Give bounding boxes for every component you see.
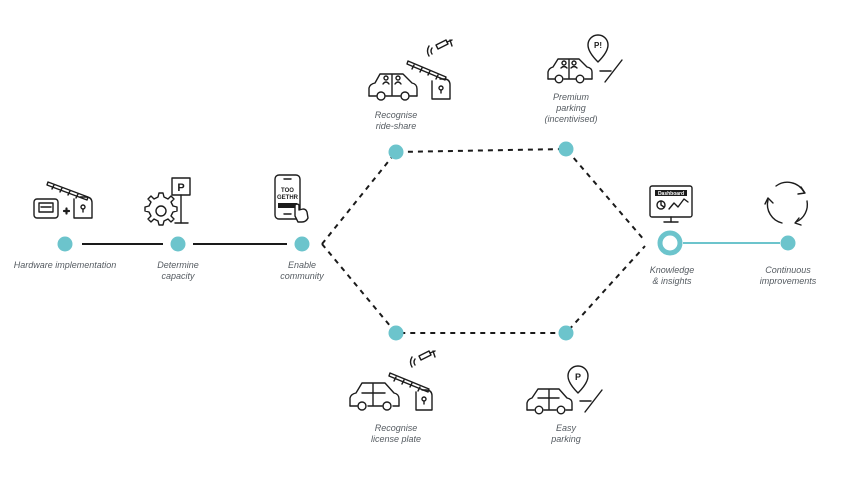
barrier-computer-icon (33, 181, 93, 219)
label-easy: Easy parking (551, 423, 581, 444)
gear-parking-sign-icon: P (144, 177, 191, 226)
node-rideshare (388, 144, 404, 160)
dashed-path-top (321, 147, 646, 245)
easy-pin-text: P (575, 372, 581, 382)
dashboard-monitor-icon: Dashboard (649, 185, 693, 223)
node-insights (657, 230, 683, 256)
label-community: Enable community (280, 260, 324, 281)
dashed-path-bottom (321, 243, 646, 334)
phone-tap-icon: TOO GETHR (274, 174, 309, 223)
label-license: Recognise license plate (370, 423, 422, 444)
label-hardware: Hardware implementation (13, 260, 117, 270)
label-capacity: Determine capacity (157, 260, 199, 281)
car-parking-pin-icon: P (526, 365, 603, 415)
cycle-arrows-icon (764, 181, 809, 226)
node-capacity (170, 236, 186, 252)
label-insights: Knowledge & insights (649, 265, 695, 286)
car-passengers-barrier-camera-icon (368, 39, 453, 101)
dashboard-title: Dashboard (658, 191, 684, 197)
node-easy (558, 325, 574, 341)
label-rideshare: Recognise ride-share (374, 110, 418, 131)
parking-sign-letter: P (177, 182, 184, 194)
label-improvements: Continuous improvements (759, 265, 817, 286)
node-hardware (57, 236, 73, 252)
node-premium (558, 141, 574, 157)
phone-screen-text-2: GETHR (277, 195, 299, 201)
car-barrier-camera-icon (349, 350, 436, 411)
premium-pin-text: P! (594, 41, 602, 50)
node-improvements (780, 235, 796, 251)
node-community (294, 236, 310, 252)
label-premium: Premium parking (incentivised) (544, 92, 598, 124)
node-license (388, 325, 404, 341)
car-passengers-premium-parking-icon: P! (547, 34, 623, 84)
phone-screen-text-1: TOO (281, 188, 294, 194)
